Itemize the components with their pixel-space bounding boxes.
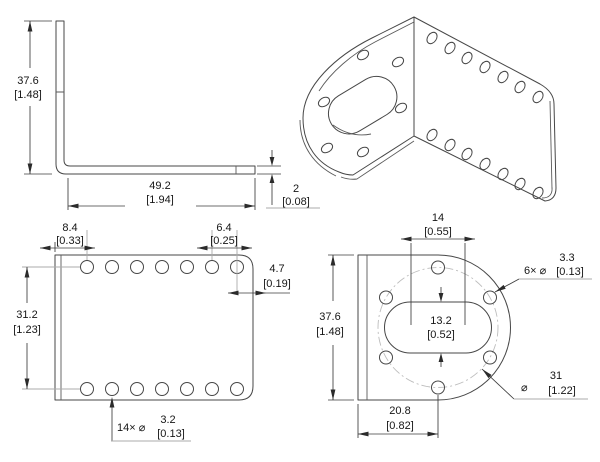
plan-holes-bottom-row (80, 382, 244, 396)
callout-front-holes-prefix: 6× ⌀ (524, 265, 547, 277)
callout-plan-holes-mm: 3.2 (160, 414, 175, 426)
dim-plan-edge-to-first-hole: 8.4 [0.33] (40, 222, 95, 260)
iso-view (299, 16, 557, 202)
dim-plan-pitch-mm: 6.4 (216, 222, 231, 234)
dim-side-height-in: [1.48] (14, 89, 42, 101)
dim-plan-hole-edge-in: [0.19] (263, 278, 291, 290)
dim-plan-hole-pitch: 6.4 [0.25] (197, 222, 252, 260)
iso-slot-depth-edge (332, 124, 372, 136)
dim-front-slot-height: 13.2 [0.52] (427, 287, 455, 367)
dim-front-slot-height-mm: 13.2 (430, 315, 451, 327)
dim-plan-edge-hole-in: [0.33] (56, 235, 84, 247)
plan-view: 8.4 [0.33] 6.4 [0.25] 4.7 [0.19] 31.2 [1… (13, 222, 291, 442)
iso-plate-outline (413, 16, 557, 202)
dim-side-height-mm: 37.6 (17, 75, 38, 87)
dim-front-height-in: [1.48] (316, 326, 344, 338)
dim-plan-pitch-in: [0.25] (210, 235, 238, 247)
dim-front-height-mm: 37.6 (319, 311, 340, 323)
side-view: 37.6 [1.48] 49.2 [1.94] 2 [0.08] (14, 20, 320, 210)
dim-front-slot-length: 14 [0.55] (401, 212, 475, 325)
callout-plan-holes-prefix: 14× ⌀ (117, 422, 146, 434)
dim-front-slot-height-in: [0.52] (427, 329, 455, 341)
iso-slot (327, 75, 398, 135)
front-view: 37.6 [1.48] 14 [0.55] 13.2 [0.52] 20.8 [… (316, 212, 592, 438)
iso-plate-holes (426, 31, 544, 200)
front-bolt-circle (377, 267, 499, 388)
front-outline (357, 254, 511, 401)
plan-holes-top-row (80, 260, 244, 274)
iso-face-thickness-edges (299, 21, 415, 180)
dim-plan-rows-in: [1.23] (13, 324, 41, 336)
dim-side-length-mm: 49.2 (149, 180, 170, 192)
dim-front-edge-center-mm: 20.8 (389, 405, 410, 417)
dim-front-edge-center-in: [0.82] (386, 420, 414, 432)
callout-plan-holes-in: [0.13] (157, 428, 185, 440)
callout-front-holes-in: [0.13] (556, 266, 584, 278)
side-tangent-edges (56, 91, 237, 174)
dim-plan-rows-mm: 31.2 (16, 309, 37, 321)
dim-side-length: 49.2 [1.94] (67, 178, 256, 210)
dim-plan-last-hole-to-edge: 4.7 [0.19] (228, 252, 291, 296)
callout-bolt-circle-mm: 31 (550, 370, 562, 382)
iso-plate-thickness-edges (541, 100, 553, 199)
dim-side-thickness-mm: 2 (293, 183, 299, 195)
dim-side-height: 37.6 [1.48] (14, 20, 52, 175)
dim-front-slot-length-in: [0.55] (424, 226, 452, 238)
callout-bolt-circle-in: [1.22] (548, 385, 576, 397)
front-slot (384, 301, 492, 354)
dim-side-thickness-in: [0.08] (282, 196, 310, 208)
front-holes (379, 260, 497, 395)
callout-front-bolt-circle: ⌀ 31 [1.22] (481, 368, 588, 400)
callout-front-holes: 6× ⌀ 3.3 [0.13] (494, 252, 592, 293)
plan-outline (54, 254, 254, 401)
dim-side-length-in: [1.94] (146, 194, 174, 206)
dim-front-edge-to-center: 20.8 [0.82] (357, 395, 439, 438)
dim-plan-edge-hole-mm: 8.4 (62, 222, 77, 234)
dim-side-thickness: 2 [0.08] (257, 150, 320, 209)
dim-front-height: 37.6 [1.48] (316, 254, 354, 401)
callout-front-holes-mm: 3.3 (559, 252, 574, 264)
side-outline (55, 20, 256, 175)
dim-plan-row-spacing: 31.2 [1.23] (13, 266, 80, 390)
callout-bolt-circle-prefix: ⌀ (521, 382, 528, 394)
iso-face-holes (317, 49, 408, 158)
dim-front-slot-length-mm: 14 (432, 212, 444, 224)
callout-plan-holes: 14× ⌀ 3.2 [0.13] (109, 397, 191, 442)
iso-face-outline (302, 16, 415, 176)
dim-plan-hole-edge-mm: 4.7 (269, 263, 284, 275)
